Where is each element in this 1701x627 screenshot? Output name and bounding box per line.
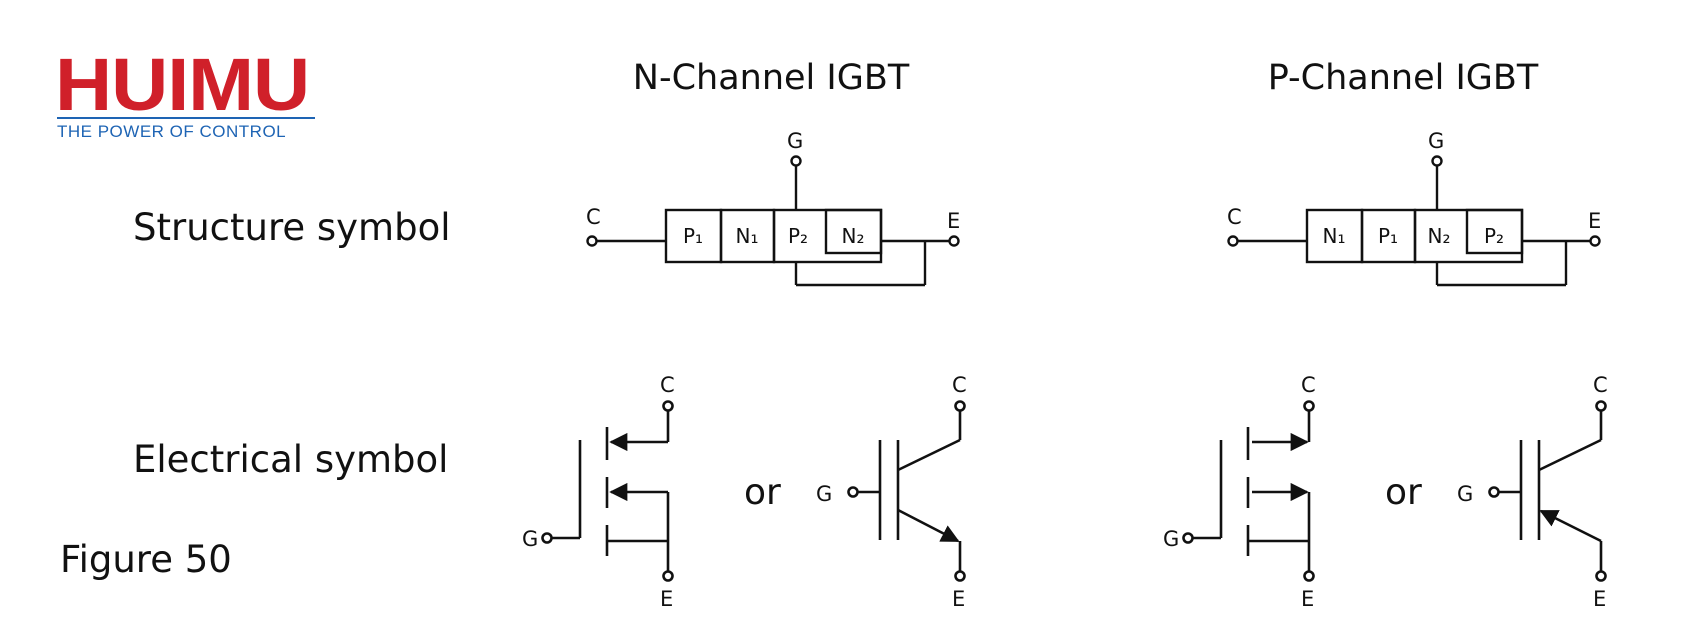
p-region-p2 — [1465, 208, 1524, 255]
p-channel-title: P-Channel IGBT — [1267, 58, 1539, 98]
n-mos-g-label: G — [522, 527, 538, 551]
p-bjt-e-label: E — [1593, 587, 1606, 611]
n-struct-g-terminal — [790, 155, 802, 167]
n-region-label-4: N₂ — [842, 224, 865, 248]
p-region-label-4: P₂ — [1484, 224, 1504, 248]
n-struct-e-label: E — [947, 209, 960, 233]
p-igbt-bjt-symbol — [1488, 400, 1607, 582]
n-region-n2 — [824, 208, 883, 255]
p-struct-g-label: G — [1428, 129, 1444, 153]
n-bjt-e-label: E — [952, 587, 965, 611]
n-structure-symbol — [586, 155, 960, 287]
p-struct-e-terminal — [1589, 235, 1601, 247]
n-struct-e-terminal — [948, 235, 960, 247]
n-bjt-c-label: C — [952, 373, 967, 397]
n-channel-title: N-Channel IGBT — [632, 58, 910, 98]
logo-divider — [57, 117, 315, 119]
p-bjt-c-label: C — [1593, 373, 1608, 397]
huimu-logo: HUIMU THE POWER OF CONTROL — [55, 44, 315, 144]
electrical-symbol-label: Electrical symbol — [133, 438, 449, 481]
p-mos-c-label: C — [1301, 373, 1316, 397]
p-region-label-2: P₁ — [1378, 224, 1398, 248]
p-struct-c-terminal — [1227, 235, 1239, 247]
p-struct-e-label: E — [1588, 209, 1601, 233]
p-struct-g-terminal — [1431, 155, 1443, 167]
n-mosfet-symbol — [541, 400, 674, 582]
n-or-label: or — [744, 472, 781, 513]
n-igbt-bjt-symbol — [847, 400, 966, 582]
p-bjt-g-label: G — [1457, 482, 1473, 506]
p-region-label-3: N₂ — [1428, 224, 1451, 248]
n-struct-c-label: C — [586, 205, 601, 229]
p-mos-g-label: G — [1163, 527, 1179, 551]
p-mos-e-label: E — [1301, 587, 1314, 611]
figure-label: Figure 50 — [60, 538, 232, 581]
logo-wordmark: HUIMU — [55, 43, 310, 126]
p-structure-symbol — [1227, 155, 1601, 287]
n-region-label-1: P₁ — [683, 224, 703, 248]
p-region-label-1: N₁ — [1323, 224, 1346, 248]
n-struct-c-terminal — [586, 235, 598, 247]
p-struct-c-label: C — [1227, 205, 1242, 229]
logo-tagline: THE POWER OF CONTROL — [57, 122, 287, 141]
p-mosfet-symbol — [1182, 400, 1315, 582]
n-struct-g-label: G — [787, 129, 803, 153]
n-mos-c-label: C — [660, 373, 675, 397]
p-or-label: or — [1385, 472, 1422, 513]
n-region-label-2: N₁ — [736, 224, 759, 248]
n-bjt-g-label: G — [816, 482, 832, 506]
n-mos-e-label: E — [660, 587, 673, 611]
structure-symbol-label: Structure symbol — [133, 206, 451, 249]
n-region-label-3: P₂ — [788, 224, 808, 248]
